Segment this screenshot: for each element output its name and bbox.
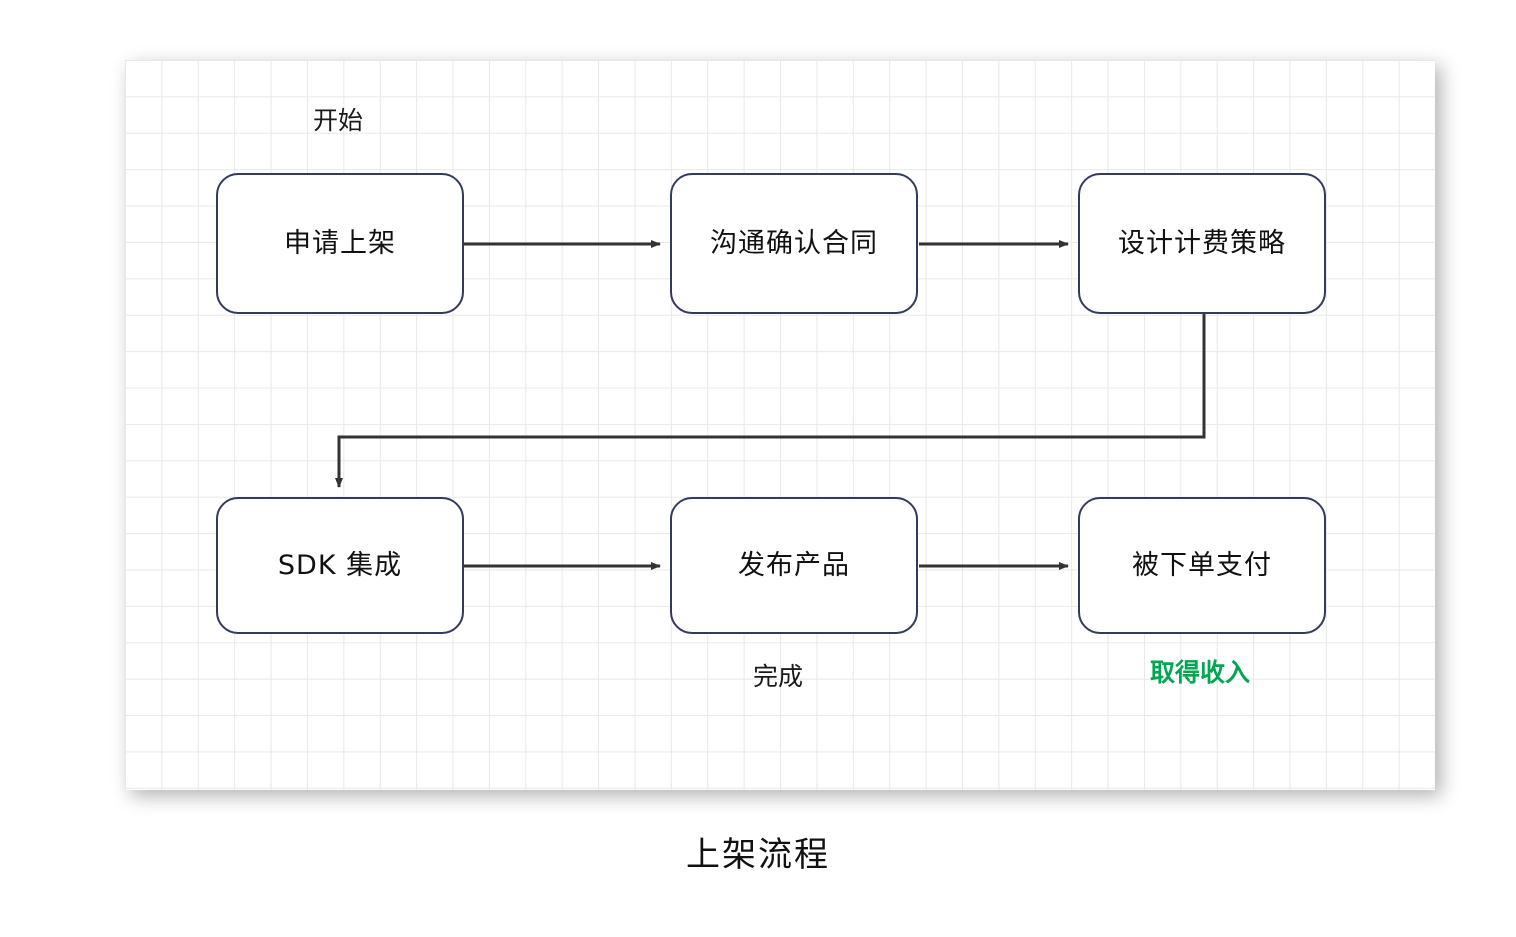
- node-paid[interactable]: 被下单支付: [1078, 497, 1326, 634]
- node-pricing[interactable]: 设计计费策略: [1078, 173, 1326, 314]
- annotation-start: 开始: [312, 106, 364, 135]
- node-sdk[interactable]: SDK 集成: [216, 497, 464, 634]
- node-contract[interactable]: 沟通确认合同: [670, 173, 918, 314]
- node-paid-label: 被下单支付: [1132, 550, 1272, 581]
- node-pricing-label: 设计计费策略: [1118, 228, 1286, 259]
- node-contract-label: 沟通确认合同: [710, 228, 878, 259]
- node-publish-label: 发布产品: [738, 550, 850, 581]
- node-publish[interactable]: 发布产品: [670, 497, 918, 634]
- annotation-revenue: 取得收入: [1149, 658, 1251, 687]
- node-apply-label: 申请上架: [284, 228, 396, 259]
- node-apply[interactable]: 申请上架: [216, 173, 464, 314]
- node-sdk-label: SDK 集成: [277, 550, 403, 581]
- edge-pricing-to-sdk[interactable]: [335, 314, 1206, 488]
- diagram-caption: 上架流程: [686, 835, 830, 875]
- annotation-done: 完成: [752, 662, 804, 691]
